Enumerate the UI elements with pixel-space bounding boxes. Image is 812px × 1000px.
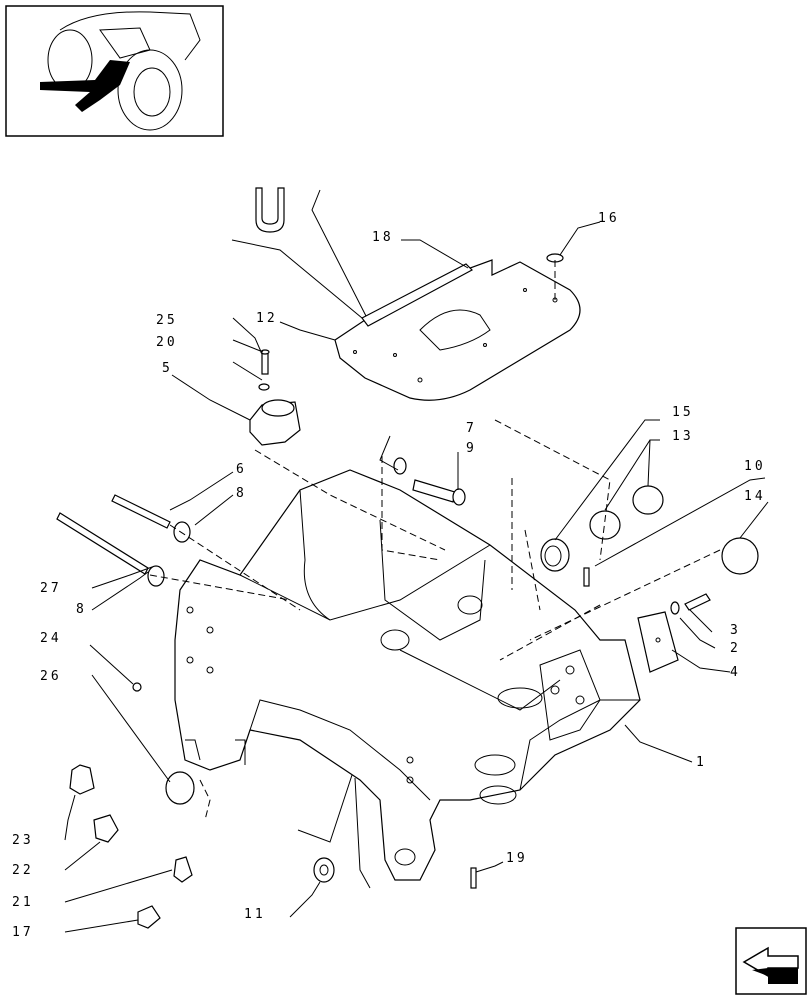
callout-labels: 1 2 3 4 5 6 7 8 8 9 10 11 12 13 14 15 16… bbox=[12, 211, 766, 940]
tractor-location-thumbnail bbox=[5, 5, 224, 137]
callout-21: 21 bbox=[12, 895, 34, 910]
previous-page-arrow-icon[interactable] bbox=[735, 927, 807, 995]
callout-10: 10 bbox=[744, 459, 766, 474]
callout-12: 12 bbox=[256, 311, 278, 326]
callout-15: 15 bbox=[672, 405, 694, 420]
callout-19: 19 bbox=[506, 851, 528, 866]
callout-27: 27 bbox=[40, 581, 62, 596]
callout-23: 23 bbox=[12, 833, 34, 848]
plug-set bbox=[540, 485, 759, 575]
u-channel-profile bbox=[255, 187, 285, 233]
callout-8b: 8 bbox=[76, 602, 87, 617]
callout-11: 11 bbox=[244, 907, 266, 922]
callout-24: 24 bbox=[40, 631, 62, 646]
callout-9: 9 bbox=[466, 441, 477, 456]
callout-3: 3 bbox=[730, 623, 741, 638]
callout-25: 25 bbox=[156, 313, 178, 328]
pin-bolt bbox=[393, 457, 466, 506]
leader-lines bbox=[64, 189, 769, 933]
callout-2: 2 bbox=[730, 641, 741, 656]
callout-7: 7 bbox=[466, 421, 477, 436]
assembly-lines bbox=[149, 260, 721, 821]
rod bbox=[361, 263, 473, 327]
callout-4: 4 bbox=[730, 665, 741, 680]
side-cover bbox=[637, 593, 711, 673]
callout-22: 22 bbox=[12, 863, 34, 878]
bolt-small bbox=[583, 567, 590, 587]
loose-parts bbox=[69, 682, 477, 929]
front-support-frame bbox=[174, 469, 641, 881]
support-bracket bbox=[249, 349, 301, 446]
callout-18: 18 bbox=[372, 230, 394, 245]
cover-plate bbox=[334, 259, 581, 401]
callout-26: 26 bbox=[40, 669, 62, 684]
callout-13: 13 bbox=[672, 429, 694, 444]
callout-16: 16 bbox=[598, 211, 620, 226]
callout-17: 17 bbox=[12, 925, 34, 940]
callout-6: 6 bbox=[236, 462, 247, 477]
callout-1: 1 bbox=[696, 755, 707, 770]
callout-20: 20 bbox=[156, 335, 178, 350]
long-rods bbox=[56, 494, 191, 587]
callout-5: 5 bbox=[162, 361, 173, 376]
callout-14: 14 bbox=[744, 489, 766, 504]
callout-8a: 8 bbox=[236, 486, 247, 501]
